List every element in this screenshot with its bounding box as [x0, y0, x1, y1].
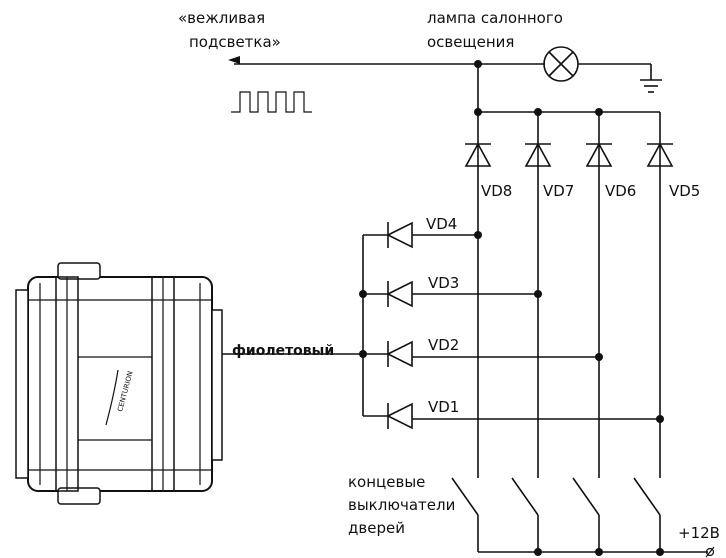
anode-bus: [474, 64, 660, 116]
diode-label-vd6: VD6: [605, 182, 636, 200]
diode-label-vd2: VD2: [428, 336, 459, 354]
diode-vd6-symbol: [585, 142, 613, 167]
alarm-unit-image: CENTURION: [15, 262, 223, 505]
column-wires: [477, 112, 661, 478]
lamp-label-line2: освещения: [427, 33, 514, 51]
diode-vd5-symbol: [646, 142, 674, 167]
diode-label-vd1: VD1: [428, 398, 459, 416]
courtesy-light-label-line2: подсветка»: [189, 33, 281, 51]
courtesy-light-signal: [228, 56, 545, 68]
ground-icon: [640, 64, 662, 93]
door-switches: [451, 477, 715, 558]
diode-vd2-symbol: [363, 340, 603, 368]
diode-label-vd8: VD8: [481, 182, 512, 200]
diode-vd7-symbol: [524, 142, 552, 167]
diode-label-vd7: VD7: [543, 182, 574, 200]
diode-label-vd3: VD3: [428, 274, 459, 292]
pulse-waveform-icon: [231, 91, 312, 113]
door-switches-label-line3: дверей: [348, 519, 405, 537]
diode-label-vd4: VD4: [426, 215, 457, 233]
left-bus: [212, 235, 367, 416]
diode-vd1-symbol: [363, 402, 664, 430]
diode-vd8-symbol: [464, 142, 492, 167]
diode-vd3-symbol: [363, 280, 542, 308]
diode-vd4-symbol: [363, 221, 482, 249]
lamp-label-line1: лампа салонного: [427, 9, 563, 27]
power-label: +12В: [678, 524, 720, 542]
wire-color-label: фиолетовый: [232, 343, 334, 359]
diode-label-vd5: VD5: [669, 182, 700, 200]
door-switches-label-line1: концевые: [348, 473, 425, 491]
door-switches-label-line2: выключатели: [348, 496, 455, 514]
lamp-icon: [543, 46, 651, 82]
courtesy-light-label-line1: «вежливая: [178, 9, 265, 27]
